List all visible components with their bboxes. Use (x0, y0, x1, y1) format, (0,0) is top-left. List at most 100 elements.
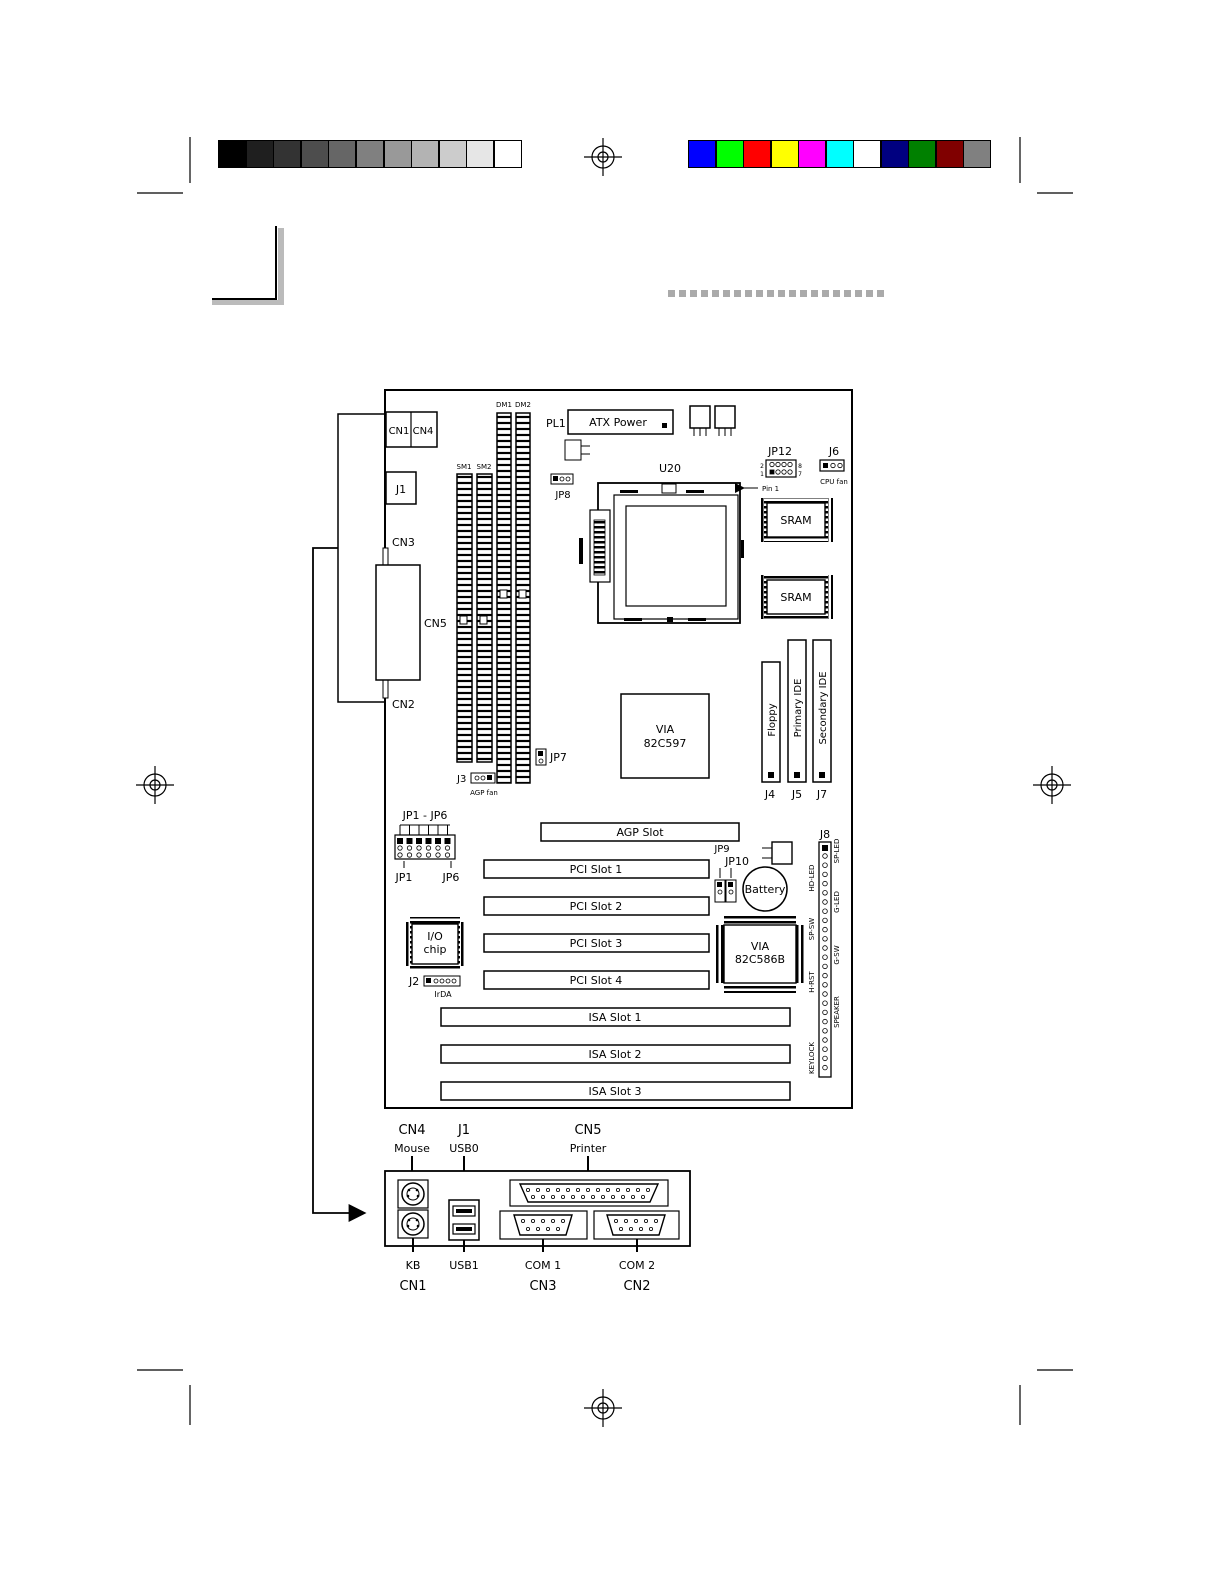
jp1-jp6-label: JP1 - JP6 (402, 809, 448, 822)
secondary-ide-connector (812, 639, 832, 783)
rear-panel: CN4 Mouse J1 USB0 CN5 Printer (384, 1123, 691, 1294)
color-swatch (935, 140, 964, 168)
j8-front-panel-header: SP-LEDHD-LEDG-LEDSP-SWG-SWH-RSTSPEAKERKE… (808, 839, 841, 1078)
io-chip-line2: chip (423, 943, 446, 956)
color-swatch (908, 140, 936, 168)
rule-dot (822, 290, 829, 297)
pl1-label: PL1 (546, 417, 566, 430)
gray-swatch (438, 140, 467, 168)
rule-dot (833, 290, 840, 297)
rule-dot (690, 290, 697, 297)
gray-swatch (300, 140, 329, 168)
j1-usb-connector (385, 471, 417, 505)
atx-power-connector (567, 409, 674, 435)
rear-j1-label: J1 (457, 1123, 470, 1138)
isa2-label: ISA Slot 2 (588, 1048, 641, 1061)
rear-panel-arrow (312, 547, 367, 1222)
ps2-keyboard-port (397, 1209, 429, 1239)
jumper-pin-1 (397, 838, 403, 844)
irda-label: IrDA (434, 990, 452, 999)
agp-slot-label: AGP Slot (616, 826, 664, 839)
rule-dot (778, 290, 785, 297)
front-panel-pin-label: SPEAKER (833, 996, 841, 1028)
j2-label: J2 (408, 975, 419, 988)
isa-slot-2 (440, 1044, 791, 1064)
color-swatch (688, 140, 716, 168)
registration-mark-top (583, 137, 623, 177)
rear-printer-label: Printer (570, 1142, 607, 1155)
jumper-pin-1 (444, 838, 451, 844)
dotted-rule (668, 290, 884, 297)
jp1-jp6-jumpers (394, 825, 456, 868)
jp9-label: JP9 (713, 844, 729, 855)
front-panel-pin-label: HD-LED (808, 865, 816, 892)
isa3-label: ISA Slot 3 (588, 1085, 641, 1098)
pci-slot-4 (483, 970, 710, 990)
front-panel-pin-label: G-LED (833, 891, 841, 913)
ps2-mouse-port (397, 1179, 429, 1209)
pin1-label: Pin 1 (762, 485, 779, 493)
isa1-label: ISA Slot 1 (588, 1011, 641, 1024)
rule-dot (701, 290, 708, 297)
registration-mark-bottom (583, 1388, 623, 1428)
rule-dot (723, 290, 730, 297)
primary-ide-label: Primary IDE (793, 679, 804, 738)
cmos-battery (742, 866, 788, 912)
registration-mark-right (1032, 765, 1072, 805)
jp12-pin7-label: 7 (798, 471, 802, 478)
jp12-label: JP12 (767, 445, 792, 458)
jp6-label: JP6 (442, 871, 460, 884)
jp7-jumper (535, 748, 547, 766)
color-swatch (825, 140, 854, 168)
jp12-pin8-label: 8 (798, 463, 802, 470)
rear-cn4-label: CN4 (398, 1123, 425, 1138)
pci-slot-3 (483, 933, 710, 953)
rear-kb-label: KB (406, 1259, 421, 1272)
dm2-label: DM2 (515, 401, 531, 409)
jp7-label: JP7 (549, 751, 567, 764)
j5-label: J5 (791, 788, 802, 801)
com2-serial-port (593, 1210, 680, 1240)
regulator-near-battery (771, 841, 793, 865)
rule-dot (668, 290, 675, 297)
io-chip (404, 917, 466, 971)
atx-power-label: ATX Power (589, 416, 647, 429)
rear-cn1-label: CN1 (399, 1279, 426, 1294)
rear-cn3-label: CN3 (529, 1279, 556, 1294)
floppy-connector (761, 661, 781, 783)
rule-dot (767, 290, 774, 297)
jp1-label: JP1 (395, 871, 413, 884)
gray-swatch (356, 140, 384, 168)
sm2-label: SM2 (477, 463, 492, 471)
front-panel-pin-label: SP-SW (808, 918, 816, 940)
cpu-socket-7 (579, 482, 744, 624)
io-chip-line1: I/O (427, 930, 443, 943)
jumper-pin-1 (425, 838, 432, 844)
pci1-label: PCI Slot 1 (570, 863, 623, 876)
rule-dot (734, 290, 741, 297)
via-82c597-chip (620, 693, 710, 779)
rule-dot (800, 290, 807, 297)
primary-ide-connector (787, 639, 807, 783)
gray-swatch (466, 140, 495, 168)
dimm-sockets: SM1 SM2 DM1 DM2 (456, 401, 531, 784)
rule-dot (679, 290, 686, 297)
gray-swatch (218, 140, 246, 168)
rule-dot (811, 290, 818, 297)
color-swatch (880, 140, 909, 168)
chapter-corner-mark (212, 226, 284, 305)
isa-slot-1 (440, 1007, 791, 1027)
gray-swatch (494, 140, 522, 168)
gray-swatch (411, 140, 440, 168)
dm1-label: DM1 (496, 401, 512, 409)
rear-cn5-label: CN5 (574, 1123, 601, 1138)
rear-com1-label: COM 1 (525, 1259, 561, 1272)
rule-dot (877, 290, 884, 297)
color-swatch (963, 140, 991, 168)
u20-label: U20 (659, 462, 681, 475)
pci2-label: PCI Slot 2 (570, 900, 623, 913)
cpu-fan-label: CPU fan (820, 478, 848, 486)
via-597-name: VIA (656, 723, 675, 736)
cn3-label: CN3 (392, 536, 415, 549)
